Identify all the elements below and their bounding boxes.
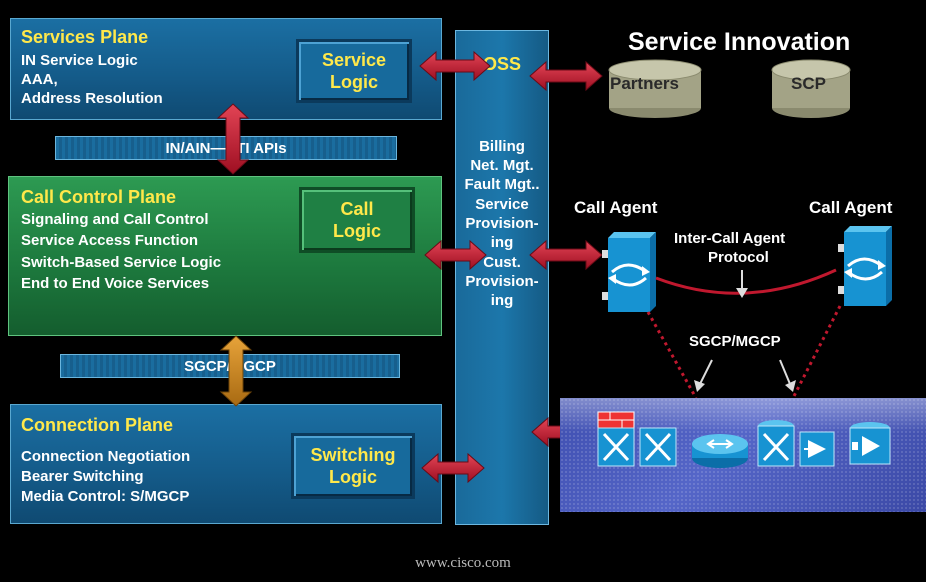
switching-logic-box: Switching Logic [291, 433, 415, 499]
pointer-arrow-sgcp-left [699, 359, 713, 385]
service-logic-line2: Logic [330, 72, 378, 92]
partners-database-icon [608, 59, 702, 118]
service-logic-line1: Service [321, 50, 387, 70]
oss-function: Cust. [483, 254, 521, 271]
api-bar-sgcp-mgcp: SGCP/MGCP [60, 354, 400, 378]
pointer-arrowhead-protocol [736, 288, 748, 298]
api-bar-in-ain-cti: IN/AIN—CTI APIs [55, 136, 397, 160]
service-innovation-title: Service Innovation [628, 28, 851, 56]
call-logic-line1: Call [340, 199, 374, 219]
oss-function: Net. Mgt. [470, 157, 534, 174]
services-plane-title: Services Plane [21, 27, 149, 47]
scp-database-icon [771, 59, 851, 118]
switching-logic-line1: Switching [310, 445, 396, 465]
pointer-arrowhead-sgcp-left [694, 380, 705, 392]
call-logic-line2: Logic [333, 221, 381, 241]
partners-label: Partners [610, 74, 679, 93]
inter-call-agent-curve [655, 268, 837, 295]
oss-function: ing [490, 234, 514, 251]
inter-call-agent-label-line2: Protocol [708, 249, 769, 266]
connection-plane-line: Media Control: S/MGCP [21, 488, 190, 505]
connection-plane-line: Connection Negotiation [21, 448, 191, 465]
call-logic-box: Call Logic [299, 187, 415, 253]
call-control-plane-line: End to End Voice Services [21, 275, 210, 292]
services-plane-line: Address Resolution [21, 90, 163, 107]
oss-label: OSS [482, 54, 521, 74]
connection-plane: Connection Plane Connection Negotiation … [10, 404, 442, 524]
connection-plane-line: Bearer Switching [21, 468, 144, 485]
packet-network-band [560, 398, 926, 512]
oss-function: Provision- [465, 215, 539, 232]
oss-function: Billing [479, 138, 525, 155]
call-control-plane-line: Signaling and Call Control [21, 211, 209, 228]
call-agent-right-label: Call Agent [809, 198, 893, 217]
oss-function: ing [490, 292, 514, 309]
services-plane: Services Plane IN Service Logic AAA, Add… [10, 18, 442, 120]
call-control-plane-line: Service Access Function [21, 232, 199, 249]
pointer-arrow-sgcp-right [779, 359, 791, 385]
call-agent-left-icon [602, 232, 656, 312]
call-agent-right-icon [838, 226, 892, 306]
oss-function: Service [475, 196, 529, 213]
dotted-line-right [791, 305, 842, 399]
services-plane-line: AAA, [21, 71, 58, 88]
service-logic-box: Service Logic [296, 39, 412, 103]
oss-function: Provision- [465, 273, 539, 290]
call-control-plane-line: Switch-Based Service Logic [21, 254, 222, 271]
call-agent-left-label: Call Agent [574, 198, 658, 217]
sgcp-mgcp-right-label: SGCP/MGCP [689, 333, 781, 350]
inter-call-agent-label-line1: Inter-Call Agent [674, 230, 786, 247]
connection-plane-title: Connection Plane [21, 415, 174, 435]
call-control-plane: Call Control Plane Signaling and Call Co… [8, 176, 442, 336]
pointer-arrowhead-sgcp-right [785, 380, 796, 392]
oss-bus: OSS Billing Net. Mgt. Fault Mgt.. Servic… [455, 30, 549, 525]
scp-label: SCP [791, 74, 826, 93]
dotted-line-left [646, 311, 698, 399]
switching-logic-line2: Logic [329, 467, 377, 487]
call-control-plane-title: Call Control Plane [21, 187, 177, 207]
oss-function: Fault Mgt.. [464, 176, 540, 193]
services-plane-line: IN Service Logic [21, 52, 138, 69]
footer-url: www.cisco.com [415, 555, 511, 571]
